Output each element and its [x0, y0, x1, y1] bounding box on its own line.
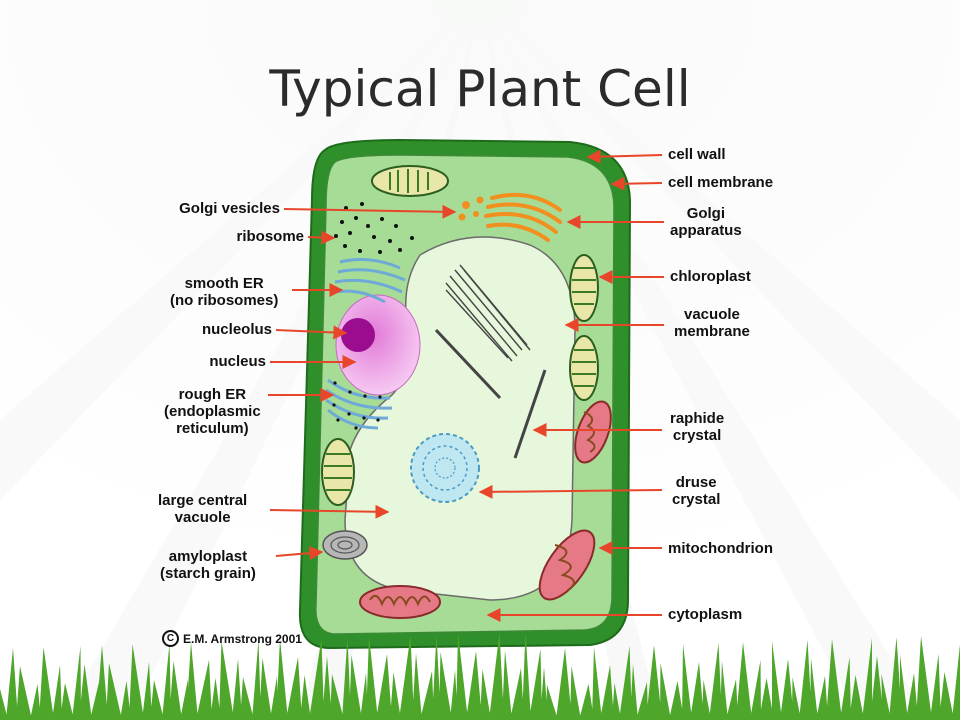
label-druse-line2: crystal — [672, 491, 721, 508]
label-raphide-line1: raphide — [670, 410, 725, 427]
label-amyloplast: amyloplast (starch grain) — [160, 548, 256, 582]
label-rough-er-line2: (endoplasmic — [164, 403, 261, 420]
slide-title: Typical Plant Cell — [269, 60, 691, 118]
label-large-central-vacuole: large central vacuole — [158, 492, 247, 526]
label-smooth-er-line2: (no ribosomes) — [170, 292, 279, 309]
nucleolus — [341, 318, 375, 352]
label-amyloplast-line1: amyloplast — [168, 548, 248, 565]
label-golgi-vesicles: Golgi vesicles — [179, 200, 280, 217]
label-golgi-apparatus: Golgi apparatus — [670, 205, 742, 239]
chloroplast-right-1 — [569, 254, 599, 322]
raphide-needle-2 — [513, 369, 547, 459]
mitochondrion-1 — [574, 400, 612, 464]
label-vac-membrane-line1: vacuole — [684, 306, 740, 323]
label-mitochondrion: mitochondrion — [668, 540, 773, 557]
label-raphide-crystal: raphide crystal — [670, 410, 724, 444]
label-nucleus: nucleus — [209, 353, 266, 370]
label-rough-er-line3: reticulum) — [176, 420, 249, 437]
mitochondrion-2 — [538, 529, 596, 601]
label-smooth-er-line1: smooth ER — [184, 275, 264, 292]
label-vac-membrane-line2: membrane — [674, 323, 750, 340]
label-vacuole-line1: large central — [158, 492, 248, 509]
copyright-note: C E.M. Armstrong 2001 — [162, 630, 302, 647]
raphide-bundle — [445, 264, 531, 362]
grass-border — [0, 631, 960, 720]
label-amyloplast-line2: (starch grain) — [160, 565, 256, 582]
label-cell-membrane: cell membrane — [668, 174, 774, 191]
label-smooth-er: smooth ER (no ribosomes) — [170, 275, 278, 309]
amyloplast — [322, 530, 368, 560]
label-chloroplast: chloroplast — [670, 268, 751, 285]
label-raphide-line2: crystal — [672, 427, 722, 444]
smooth-er — [334, 258, 406, 304]
copyright-text: E.M. Armstrong 2001 — [183, 631, 302, 646]
rough-er-ribosomes — [332, 381, 382, 430]
label-druse-line1: druse — [675, 474, 717, 491]
copyright-icon: C — [162, 630, 179, 647]
chloroplast-top — [371, 165, 449, 197]
label-rough-er: rough ER (endoplasmic reticulum) — [164, 386, 261, 437]
golgi-apparatus — [484, 192, 562, 242]
chloroplast-right-2 — [569, 335, 599, 401]
druse-crystal — [410, 433, 480, 503]
label-ribosome: ribosome — [236, 228, 304, 245]
label-cytoplasm: cytoplasm — [668, 606, 743, 623]
label-cell-wall: cell wall — [668, 146, 726, 163]
label-golgi-line2: apparatus — [670, 222, 742, 239]
chloroplast-left — [321, 438, 355, 506]
label-vacuole-line2: vacuole — [174, 509, 231, 526]
label-vacuole-membrane: vacuole membrane — [674, 306, 750, 340]
label-nucleolus: nucleolus — [201, 321, 272, 338]
ribosome-dots — [334, 202, 414, 254]
label-rough-er-line1: rough ER — [178, 386, 247, 403]
label-arrows — [268, 149, 664, 622]
label-golgi-line1: Golgi — [686, 205, 726, 222]
golgi-vesicles — [458, 196, 484, 221]
label-druse-crystal: druse crystal — [672, 474, 720, 508]
raphide-needle-1 — [434, 328, 502, 400]
mitochondrion-3 — [359, 585, 441, 619]
